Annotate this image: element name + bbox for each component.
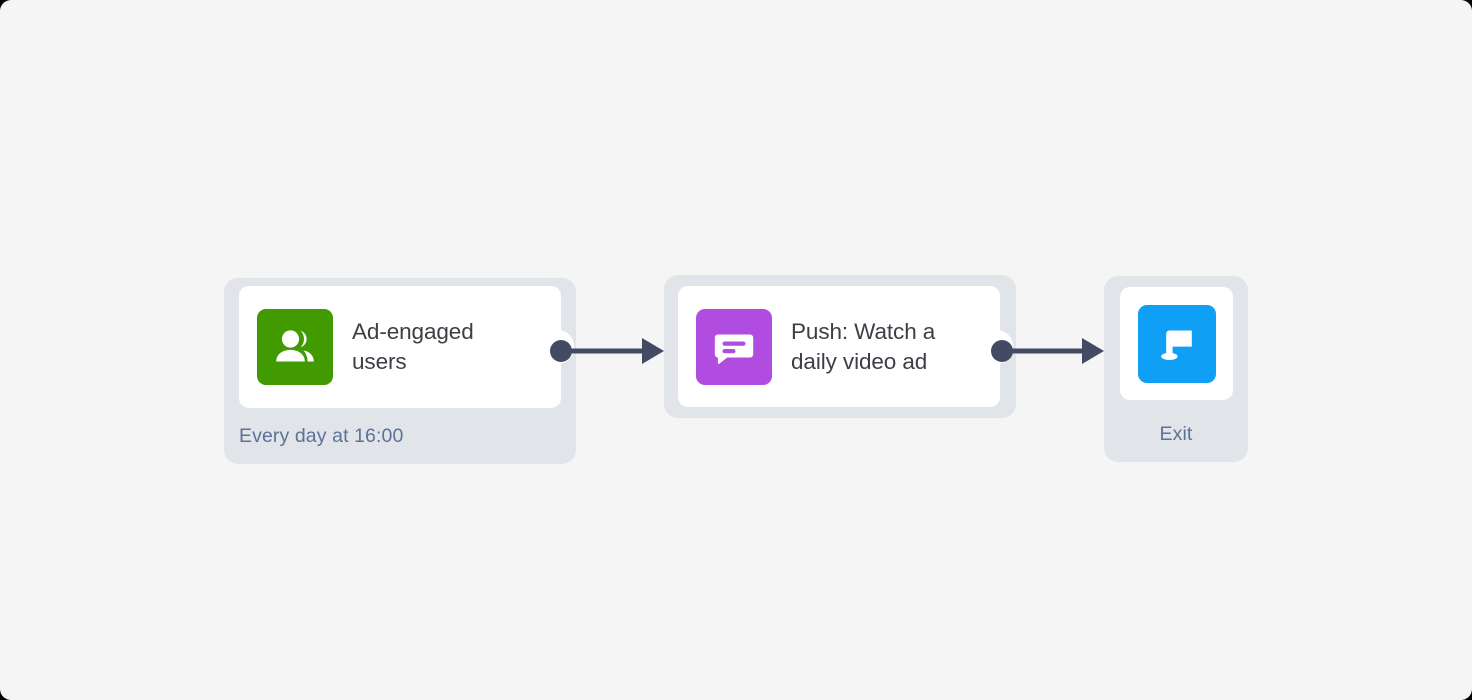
connector-audience-to-push[interactable] [550, 338, 664, 364]
connector-arrowhead-icon [1082, 338, 1104, 364]
audience-people-icon [257, 309, 333, 385]
flow-node-push[interactable]: Push: Watch a daily video ad [664, 275, 1016, 418]
push-node-title: Push: Watch a daily video ad [791, 318, 936, 374]
connector-line [568, 348, 648, 354]
exit-flag-icon [1137, 304, 1216, 383]
connector-push-to-exit[interactable] [991, 338, 1104, 364]
connector-source-dot[interactable] [550, 340, 572, 362]
flow-node-audience[interactable]: Ad-engaged users Every day at 16:00 [224, 278, 576, 464]
audience-node-card[interactable]: Ad-engaged users [239, 286, 574, 408]
audience-node-title: Ad-engaged users [352, 319, 474, 374]
flow-node-exit[interactable]: Exit [1104, 276, 1248, 462]
exit-node-label: Exit [1159, 423, 1193, 445]
audience-schedule-label: Every day at 16:00 [239, 425, 404, 447]
connector-arrowhead-icon [642, 338, 664, 364]
push-message-bubble-icon [696, 308, 772, 385]
exit-node-card[interactable] [1120, 287, 1233, 400]
push-node-card[interactable]: Push: Watch a daily video ad [678, 286, 1013, 407]
connector-line [1009, 348, 1088, 354]
connector-source-dot[interactable] [991, 340, 1013, 362]
